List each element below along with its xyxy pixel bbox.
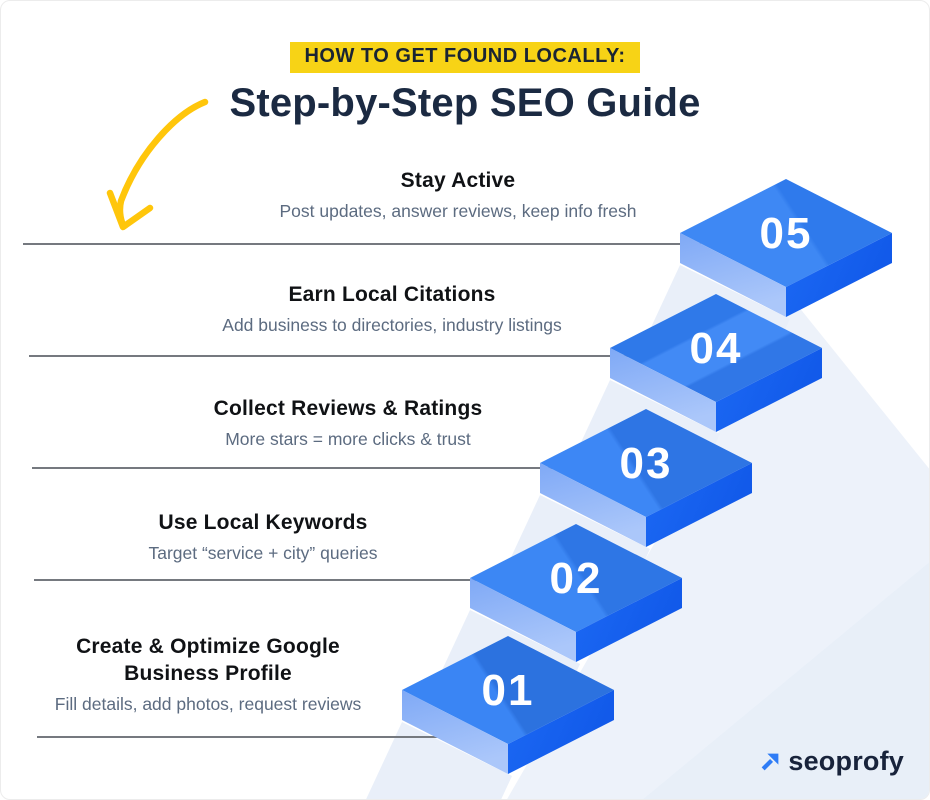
block-left-face	[402, 690, 508, 774]
step-divider-lines	[23, 243, 701, 738]
step-text-4: Earn Local Citations Add business to dir…	[222, 281, 561, 336]
step-title: Collect Reviews & Ratings	[213, 397, 483, 420]
stair-block-04: 04	[610, 294, 822, 432]
block-left-face	[680, 233, 786, 317]
step-subtitle: Post updates, answer reviews, keep info …	[279, 201, 637, 221]
block-left-face	[610, 348, 716, 432]
step-number: 05	[760, 209, 813, 258]
step-text-2: Use Local Keywords Target “service + cit…	[148, 509, 377, 564]
block-right-face	[508, 690, 614, 774]
step-title: Stay Active	[400, 169, 516, 192]
step-text-5: Stay Active Post updates, answer reviews…	[280, 167, 637, 222]
step-title: Use Local Keywords	[158, 511, 368, 534]
step-title: Create & Optimize Google Business Profil…	[76, 635, 340, 685]
stair-block-05: 05	[680, 179, 892, 317]
header: HOW TO GET FOUND LOCALLY: Step-by-Step S…	[1, 42, 929, 126]
block-right-face	[576, 578, 682, 662]
stair-block-03: 03	[540, 409, 752, 547]
curved-arrow-icon	[106, 98, 209, 231]
kicker-badge: HOW TO GET FOUND LOCALLY:	[290, 42, 640, 73]
block-right-face	[646, 463, 752, 547]
seoprofy-logo: seoprofy	[760, 746, 904, 777]
step-subtitle: More stars = more clicks & trust	[225, 429, 471, 449]
block-right-face	[716, 348, 822, 432]
block-left-face	[470, 578, 576, 662]
step-number: 03	[620, 439, 673, 488]
stair-block-02: 02	[470, 524, 682, 662]
page-title: Step-by-Step SEO Guide	[229, 81, 701, 125]
step-subtitle: Add business to directories, industry li…	[222, 315, 562, 335]
logo-text: seoprofy	[788, 746, 904, 776]
background-light-beam	[507, 301, 929, 799]
step-number: 02	[550, 554, 603, 603]
arrow-up-right-icon	[762, 753, 779, 771]
block-light-wedge	[366, 722, 512, 799]
block-right-face	[786, 233, 892, 317]
step-subtitle: Target “service + city” queries	[148, 543, 378, 563]
stair-blocks: 05 04 03 02 01	[402, 179, 892, 774]
step-text-3: Collect Reviews & Ratings More stars = m…	[214, 395, 483, 450]
step-number: 01	[482, 666, 535, 715]
block-left-face	[540, 463, 646, 547]
stair-block-01: 01	[402, 636, 614, 774]
step-text-1: Create & Optimize Google Business Profil…	[55, 633, 361, 715]
step-title: Earn Local Citations	[288, 283, 496, 306]
step-subtitle: Fill details, add photos, request review…	[54, 694, 362, 714]
step-number: 04	[690, 324, 743, 373]
